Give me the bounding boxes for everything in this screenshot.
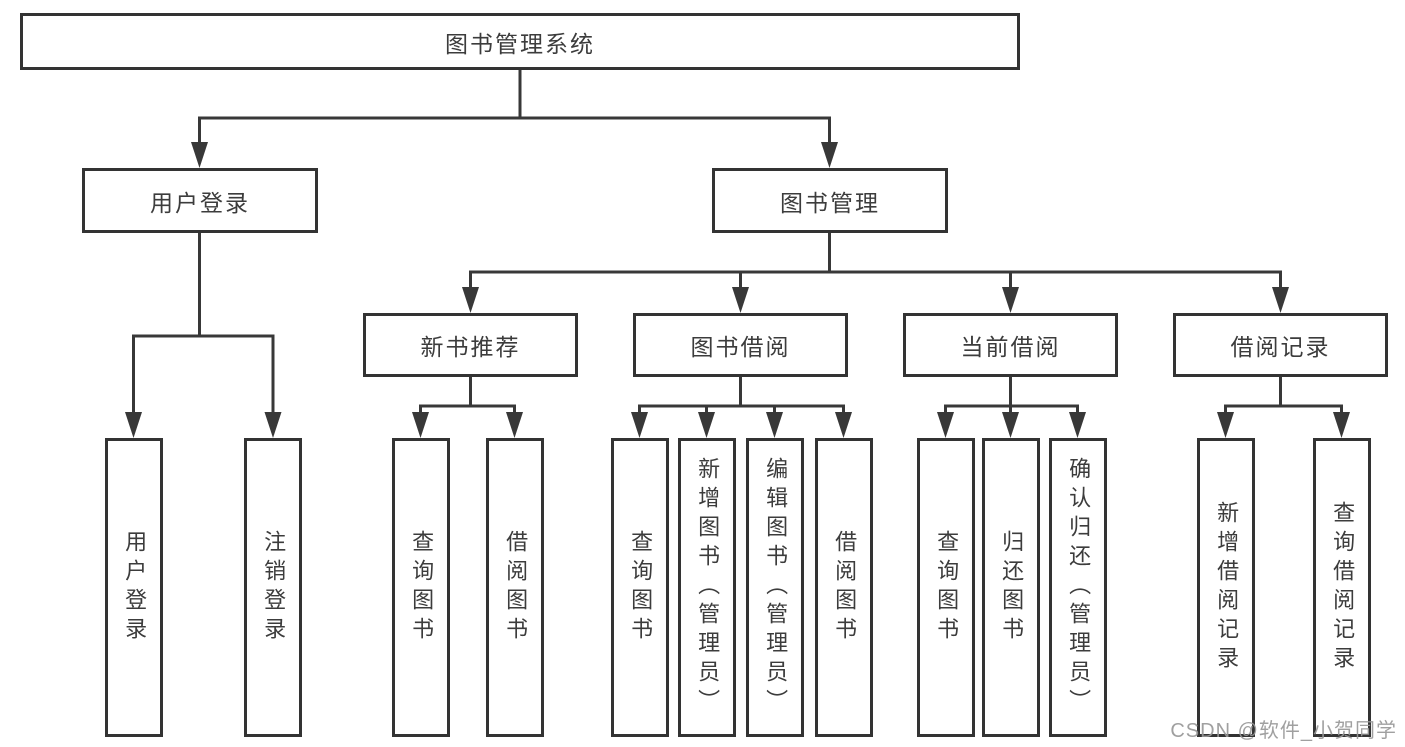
node-current-borrow: 当前借阅 (903, 313, 1118, 377)
node-user-login: 用户登录 (82, 168, 318, 233)
leaf-add-books-admin: 新增图书（管理员） (678, 438, 736, 737)
leaf-user-login: 用户登录 (105, 438, 163, 737)
node-library-system: 图书管理系统 (20, 13, 1020, 70)
leaf-return-books: 归还图书 (982, 438, 1040, 737)
leaf-add-borrow-record: 新增借阅记录 (1197, 438, 1255, 737)
leaf-query-borrow-record: 查询借阅记录 (1313, 438, 1371, 737)
node-new-book-recommend: 新书推荐 (363, 313, 578, 377)
node-book-management: 图书管理 (712, 168, 948, 233)
leaf-confirm-return-admin: 确认归还（管理员） (1049, 438, 1107, 737)
leaf-borrow-books: 借阅图书 (815, 438, 873, 737)
node-borrow-records: 借阅记录 (1173, 313, 1388, 377)
csdn-watermark: CSDN @软件_小贺同学 (1170, 720, 1397, 742)
leaf-logout: 注销登录 (244, 438, 302, 737)
node-book-borrow: 图书借阅 (633, 313, 848, 377)
leaf-borrow-books-recommend: 借阅图书 (486, 438, 544, 737)
leaf-query-books-borrow: 查询图书 (611, 438, 669, 737)
leaf-query-books-current: 查询图书 (917, 438, 975, 737)
leaf-query-books-recommend: 查询图书 (392, 438, 450, 737)
leaf-edit-books-admin: 编辑图书（管理员） (746, 438, 804, 737)
